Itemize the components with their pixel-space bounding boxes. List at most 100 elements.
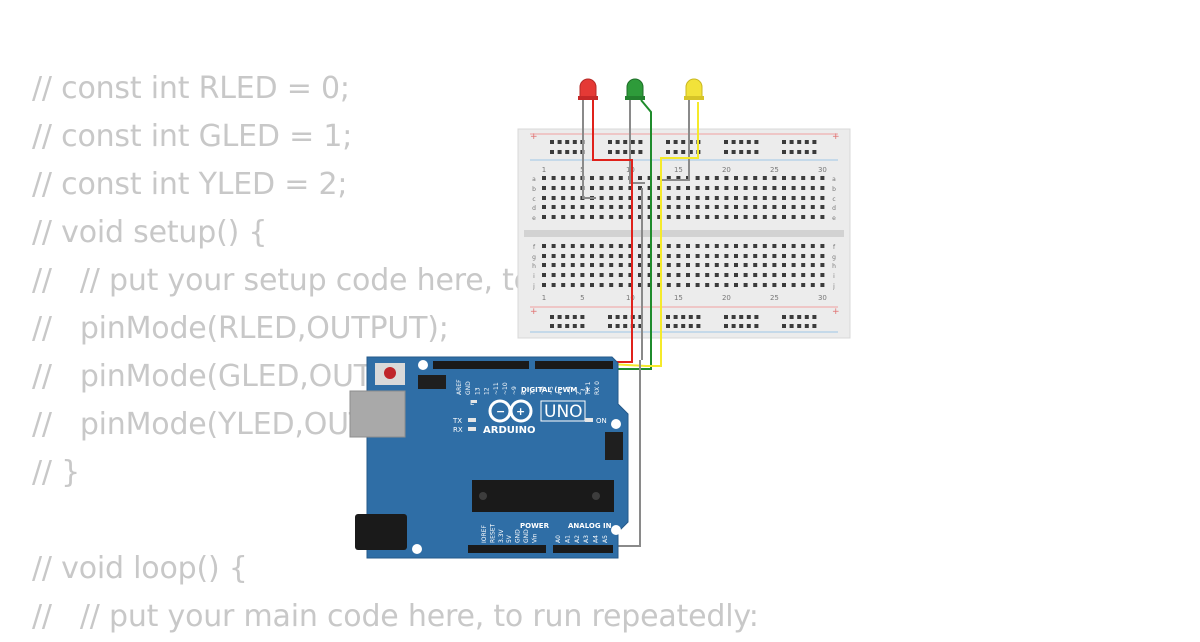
rail-hole[interactable] <box>681 315 686 319</box>
breadboard-hole[interactable] <box>590 244 594 248</box>
breadboard-hole[interactable] <box>628 283 633 287</box>
breadboard-hole[interactable] <box>782 254 786 258</box>
breadboard-hole[interactable] <box>791 186 796 190</box>
breadboard-hole[interactable] <box>772 273 777 277</box>
breadboard-hole[interactable] <box>618 215 623 219</box>
rail-hole[interactable] <box>572 324 577 328</box>
rail-hole[interactable] <box>731 140 736 144</box>
breadboard-hole[interactable] <box>743 254 748 258</box>
rail-hole[interactable] <box>681 150 686 154</box>
breadboard-hole[interactable] <box>743 176 748 180</box>
rail-hole[interactable] <box>731 315 736 319</box>
breadboard-hole[interactable] <box>762 186 767 190</box>
breadboard-hole[interactable] <box>686 244 690 248</box>
breadboard-hole[interactable] <box>810 244 815 248</box>
rail-hole[interactable] <box>739 315 744 319</box>
breadboard-hole[interactable] <box>666 205 671 209</box>
rail-hole[interactable] <box>782 140 786 144</box>
breadboard-hole[interactable] <box>810 254 815 258</box>
breadboard-hole[interactable] <box>561 205 566 209</box>
breadboard-hole[interactable] <box>570 186 575 190</box>
breadboard-hole[interactable] <box>762 244 767 248</box>
breadboard-hole[interactable] <box>666 244 671 248</box>
breadboard-hole[interactable] <box>705 254 710 258</box>
rail-hole[interactable] <box>754 140 759 144</box>
breadboard-hole[interactable] <box>647 205 652 209</box>
rail-hole[interactable] <box>681 140 686 144</box>
breadboard-hole[interactable] <box>810 176 815 180</box>
rail-hole[interactable] <box>565 324 570 328</box>
breadboard-hole[interactable] <box>599 176 604 180</box>
breadboard-hole[interactable] <box>542 244 546 248</box>
breadboard-hole[interactable] <box>753 205 758 209</box>
rail-hole[interactable] <box>696 315 701 319</box>
breadboard-hole[interactable] <box>647 215 652 219</box>
breadboard-hole[interactable] <box>551 263 556 267</box>
breadboard-hole[interactable] <box>647 273 652 277</box>
breadboard-hole[interactable] <box>618 254 623 258</box>
breadboard-hole[interactable] <box>551 244 556 248</box>
breadboard-hole[interactable] <box>791 273 796 277</box>
breadboard-hole[interactable] <box>561 273 566 277</box>
breadboard-hole[interactable] <box>810 215 815 219</box>
rail-hole[interactable] <box>666 324 670 328</box>
breadboard-hole[interactable] <box>609 263 614 267</box>
breadboard-hole[interactable] <box>647 186 652 190</box>
rail-hole[interactable] <box>615 324 620 328</box>
breadboard-hole[interactable] <box>561 263 566 267</box>
rail-hole[interactable] <box>572 140 577 144</box>
rail-hole[interactable] <box>804 140 809 144</box>
rail-hole[interactable] <box>615 140 620 144</box>
breadboard-hole[interactable] <box>695 176 700 180</box>
breadboard-hole[interactable] <box>666 273 671 277</box>
breadboard-hole[interactable] <box>762 254 767 258</box>
breadboard-hole[interactable] <box>551 176 556 180</box>
breadboard-hole[interactable] <box>695 263 700 267</box>
breadboard-hole[interactable] <box>734 196 738 200</box>
rail-hole[interactable] <box>615 150 620 154</box>
breadboard-hole[interactable] <box>762 196 767 200</box>
breadboard-hole[interactable] <box>724 196 729 200</box>
breadboard-hole[interactable] <box>762 273 767 277</box>
analog-header[interactable] <box>553 545 613 553</box>
breadboard-hole[interactable] <box>686 283 690 287</box>
breadboard-hole[interactable] <box>666 196 671 200</box>
breadboard-hole[interactable] <box>705 244 710 248</box>
breadboard-hole[interactable] <box>570 215 575 219</box>
breadboard-hole[interactable] <box>618 283 623 287</box>
rail-hole[interactable] <box>782 315 786 319</box>
breadboard-hole[interactable] <box>695 205 700 209</box>
breadboard-hole[interactable] <box>762 205 767 209</box>
breadboard-hole[interactable] <box>772 186 777 190</box>
breadboard-hole[interactable] <box>734 186 738 190</box>
breadboard-hole[interactable] <box>542 254 546 258</box>
breadboard-hole[interactable] <box>772 254 777 258</box>
rail-hole[interactable] <box>565 140 570 144</box>
breadboard-hole[interactable] <box>590 176 594 180</box>
breadboard-hole[interactable] <box>551 254 556 258</box>
rail-hole[interactable] <box>804 150 809 154</box>
breadboard-hole[interactable] <box>628 186 633 190</box>
breadboard-hole[interactable] <box>695 273 700 277</box>
breadboard-hole[interactable] <box>542 263 546 267</box>
breadboard-hole[interactable] <box>561 215 566 219</box>
breadboard-hole[interactable] <box>676 283 681 287</box>
breadboard-hole[interactable] <box>801 283 806 287</box>
breadboard-hole[interactable] <box>734 215 738 219</box>
breadboard-hole[interactable] <box>647 196 652 200</box>
breadboard-hole[interactable] <box>580 263 585 267</box>
breadboard-hole[interactable] <box>714 263 719 267</box>
breadboard-hole[interactable] <box>801 176 806 180</box>
breadboard-hole[interactable] <box>657 196 662 200</box>
rail-hole[interactable] <box>557 324 562 328</box>
breadboard-hole[interactable] <box>743 196 748 200</box>
breadboard-hole[interactable] <box>666 215 671 219</box>
breadboard-hole[interactable] <box>609 244 614 248</box>
breadboard-hole[interactable] <box>590 186 594 190</box>
breadboard-hole[interactable] <box>599 244 604 248</box>
breadboard-hole[interactable] <box>820 263 825 267</box>
rail-hole[interactable] <box>812 150 817 154</box>
breadboard-hole[interactable] <box>743 283 748 287</box>
breadboard-hole[interactable] <box>695 186 700 190</box>
rail-hole[interactable] <box>608 315 612 319</box>
